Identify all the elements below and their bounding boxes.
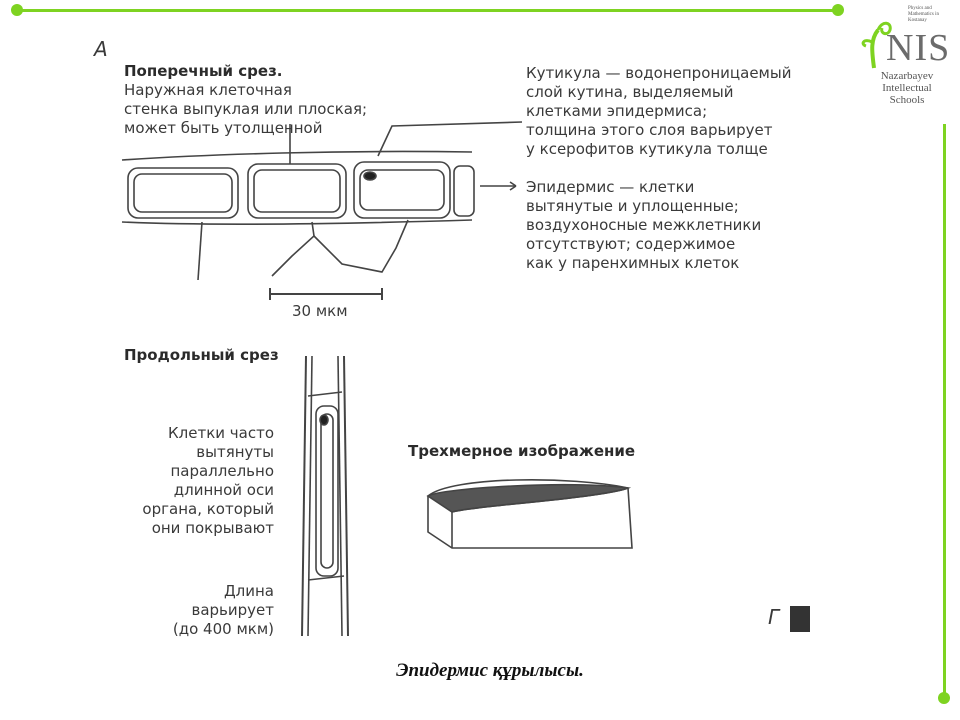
logo-tagline: Physics and Mathematics in Kostanay <box>908 6 939 23</box>
cuticle-outer-line <box>121 150 473 161</box>
logo-school-line-1: Nazarbayev <box>880 70 934 82</box>
length-note-line: Длина <box>223 582 274 600</box>
epidermis-note-line: вытянутые и уплощенные; <box>526 197 739 215</box>
cross-cell-3 <box>353 161 451 219</box>
wall-note-line: может быть утолщенной <box>124 119 323 137</box>
slide-caption: Эпидермис құрылысы. <box>396 660 584 681</box>
cross-cell-1 <box>127 167 239 219</box>
logo-brand: NIS <box>886 27 951 69</box>
cross-cell-2 <box>247 163 347 219</box>
cells-note-line: длинной оси <box>173 481 274 499</box>
panel-g-shade <box>790 606 810 632</box>
long-wall-right <box>343 355 349 636</box>
cells-note-line: Клетки часто <box>168 424 274 442</box>
wall-note: Наружная клеточная стенка выпуклая или п… <box>124 81 367 138</box>
cuticle-note: Кутикула — водонепроницаемый слой кутина… <box>526 64 791 159</box>
epidermis-note-line: отсутствуют; содержимое <box>526 235 736 253</box>
top-frame-line <box>16 9 838 12</box>
epidermis-note: Эпидермис — клетки вытянутые и уплощенны… <box>526 178 761 273</box>
right-frame-line <box>943 124 946 698</box>
wall-note-line: стенка выпуклая или плоская; <box>124 100 368 118</box>
panel-a-label: А <box>94 37 108 61</box>
wall-note-line: Наружная клеточная <box>124 81 292 99</box>
bottom-right-dot <box>938 692 950 704</box>
length-note-line: (до 400 мкм) <box>172 620 274 638</box>
epidermis-note-line: воздухоносные межклетники <box>526 216 762 234</box>
leaf-icon <box>861 21 892 69</box>
length-note: Длина варьирует (до 400 мкм) <box>132 582 274 639</box>
epidermis-drawing <box>121 121 810 636</box>
cells-note: Клетки часто вытянуты параллельно длинно… <box>132 424 274 538</box>
cuticle-note-line: слой кутина, выделяемый <box>526 83 734 101</box>
cells-note-line: параллельно <box>170 462 274 480</box>
scale-bar <box>269 288 383 300</box>
long-cell <box>315 405 339 577</box>
cells-note-line: они покрывают <box>151 519 274 537</box>
epidermis-note-line: Эпидермис — клетки <box>526 178 695 196</box>
three-d-title: Трехмерное изображение <box>408 442 636 460</box>
scale-label: 30 мкм <box>292 302 348 320</box>
top-right-dot <box>832 4 844 16</box>
cuticle-note-line: Кутикула — водонепроницаемый <box>526 64 792 82</box>
logo-school-line-2: Intellectual <box>882 82 932 94</box>
cuticle-note-line: у ксерофитов кутикула толще <box>526 140 768 158</box>
logo-school-line-3: Schools <box>889 94 925 106</box>
panel-g-label: Г <box>768 605 780 629</box>
nis-logo: Physics and Mathematics in Kostanay NIS … <box>852 4 952 114</box>
cell-row-bottom-line <box>121 219 473 225</box>
cross-section-title: Поперечный срез. <box>124 62 283 80</box>
epidermis-figure: А Г Поперечный срез. Наружная клеточная … <box>92 36 812 639</box>
cells-note-line: органа, который <box>142 500 274 518</box>
long-section-title: Продольный срез <box>124 346 279 364</box>
nucleus <box>363 171 377 181</box>
cuticle-note-line: толщина этого слоя варьирует <box>526 121 773 139</box>
top-left-dot <box>11 4 23 16</box>
epidermis-note-line: как у паренхимных клеток <box>526 254 740 272</box>
logo-school: Nazarbayev Intellectual Schools <box>862 70 952 106</box>
cuticle-note-line: клетками эпидермиса; <box>526 102 708 120</box>
cells-note-line: вытянуты <box>196 443 274 461</box>
length-note-line: варьирует <box>191 601 274 619</box>
long-wall-left <box>301 355 307 636</box>
